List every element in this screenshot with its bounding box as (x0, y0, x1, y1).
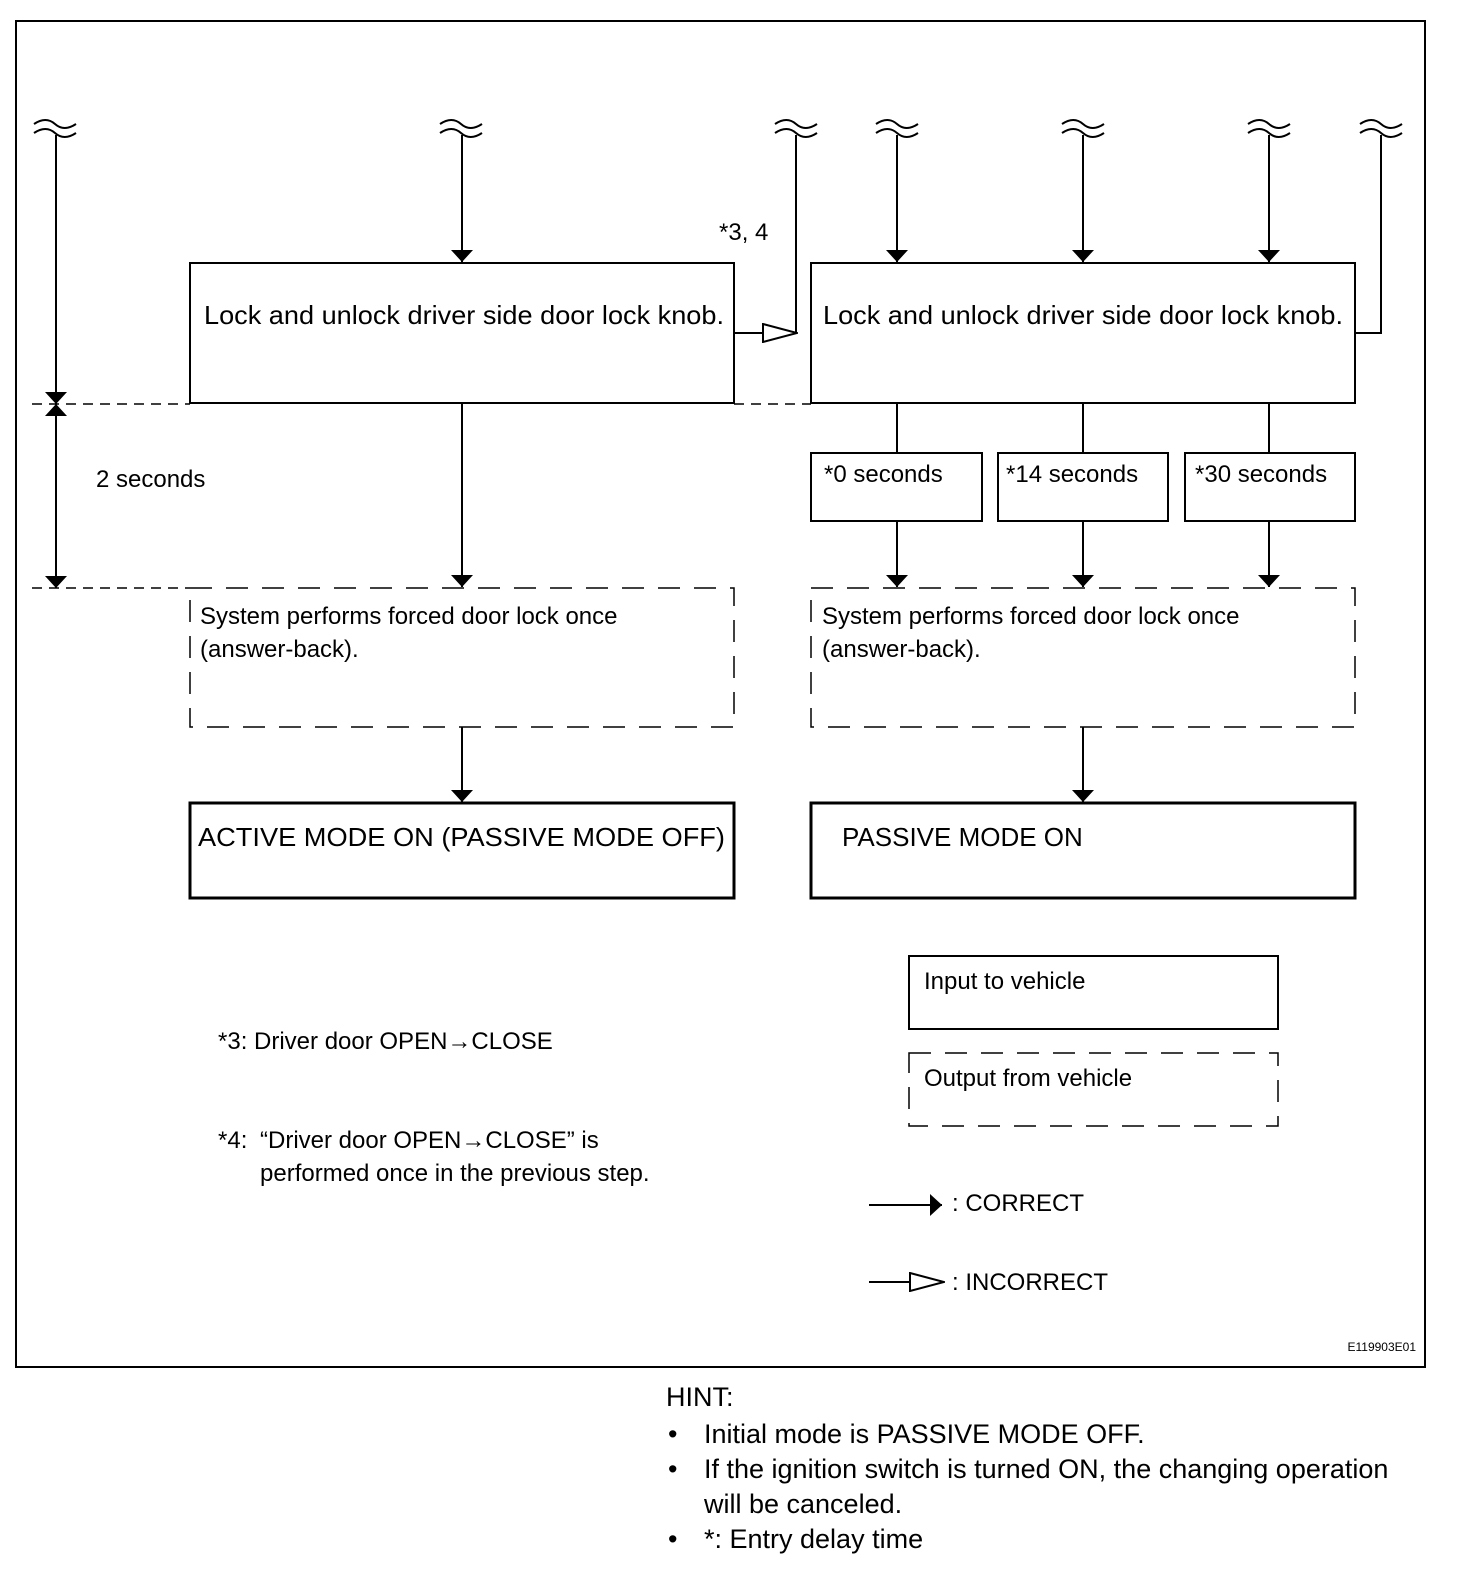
left-output-text-2: (answer-back). (200, 636, 359, 663)
hint-list: Initial mode is PASSIVE MODE OFF. If the… (666, 1417, 1426, 1557)
right-input-box (810, 262, 1356, 404)
right-box-return-line (1355, 135, 1382, 334)
break-mark (439, 119, 483, 138)
legend-output-box (908, 1052, 1279, 1127)
footnote-3: *3: Driver door OPEN→CLOSE (218, 1028, 553, 1055)
delay-box-14 (997, 452, 1169, 522)
delay-box-0 (810, 452, 983, 522)
left-input-box (189, 262, 735, 404)
right-output-box (810, 587, 1356, 728)
right-input-box-text: Lock and unlock driver side door lock kn… (823, 300, 1343, 330)
break-marks (33, 119, 1403, 138)
input-arrows (451, 135, 1382, 334)
timing-label: 2 seconds (96, 466, 205, 493)
timing-lines (32, 403, 811, 589)
hint-item: *: Entry delay time (666, 1522, 1426, 1557)
figure-code: E119903E01 (1347, 1340, 1416, 1354)
delay-box-30 (1184, 452, 1356, 522)
right-output-text-2: (answer-back). (822, 636, 981, 663)
diagram: 2 seconds Lock and unlock driver side do… (15, 20, 1426, 1368)
passive-mode-box (809, 801, 1357, 900)
delay-connectors (886, 404, 1280, 587)
passive-mode-text: PASSIVE MODE ON (842, 822, 1083, 852)
legend-input-text: Input to vehicle (924, 968, 1085, 995)
left-input-box-text: Lock and unlock driver side door lock kn… (204, 300, 724, 330)
legend-output-text: Output from vehicle (924, 1065, 1132, 1092)
hint-item: Initial mode is PASSIVE MODE OFF. (666, 1417, 1426, 1452)
break-mark (875, 119, 919, 138)
incorrect-note: *3, 4 (719, 219, 768, 246)
delay-label-0: *0 seconds (824, 461, 943, 488)
left-output-box (189, 587, 735, 728)
hint-item: If the ignition switch is turned ON, the… (666, 1452, 1426, 1522)
hint-title: HINT: (666, 1382, 734, 1412)
footnote-4-line-2: performed once in the previous step. (260, 1160, 650, 1187)
hint-section: HINT: Initial mode is PASSIVE MODE OFF. … (666, 1380, 1426, 1557)
break-mark (1247, 119, 1291, 138)
delay-label-14: *14 seconds (1006, 461, 1138, 488)
active-mode-text: ACTIVE MODE ON (PASSIVE MODE OFF) (198, 822, 725, 852)
break-mark (1359, 119, 1403, 138)
active-mode-box (188, 801, 736, 900)
break-mark (1061, 119, 1105, 138)
legend-input-box (908, 955, 1279, 1030)
right-output-text-1: System performs forced door lock once (822, 603, 1240, 630)
legend-incorrect-text: : INCORRECT (952, 1269, 1108, 1296)
footnote-4-line-1: “Driver door OPEN→CLOSE” is (260, 1127, 599, 1154)
figure-frame (15, 20, 1426, 1368)
legend-correct-text: : CORRECT (952, 1190, 1084, 1217)
footnote-4-marker: *4: (218, 1127, 247, 1154)
break-mark (33, 119, 77, 138)
break-mark (774, 119, 818, 138)
left-output-text-1: System performs forced door lock once (200, 603, 618, 630)
delay-label-30: *30 seconds (1195, 461, 1327, 488)
